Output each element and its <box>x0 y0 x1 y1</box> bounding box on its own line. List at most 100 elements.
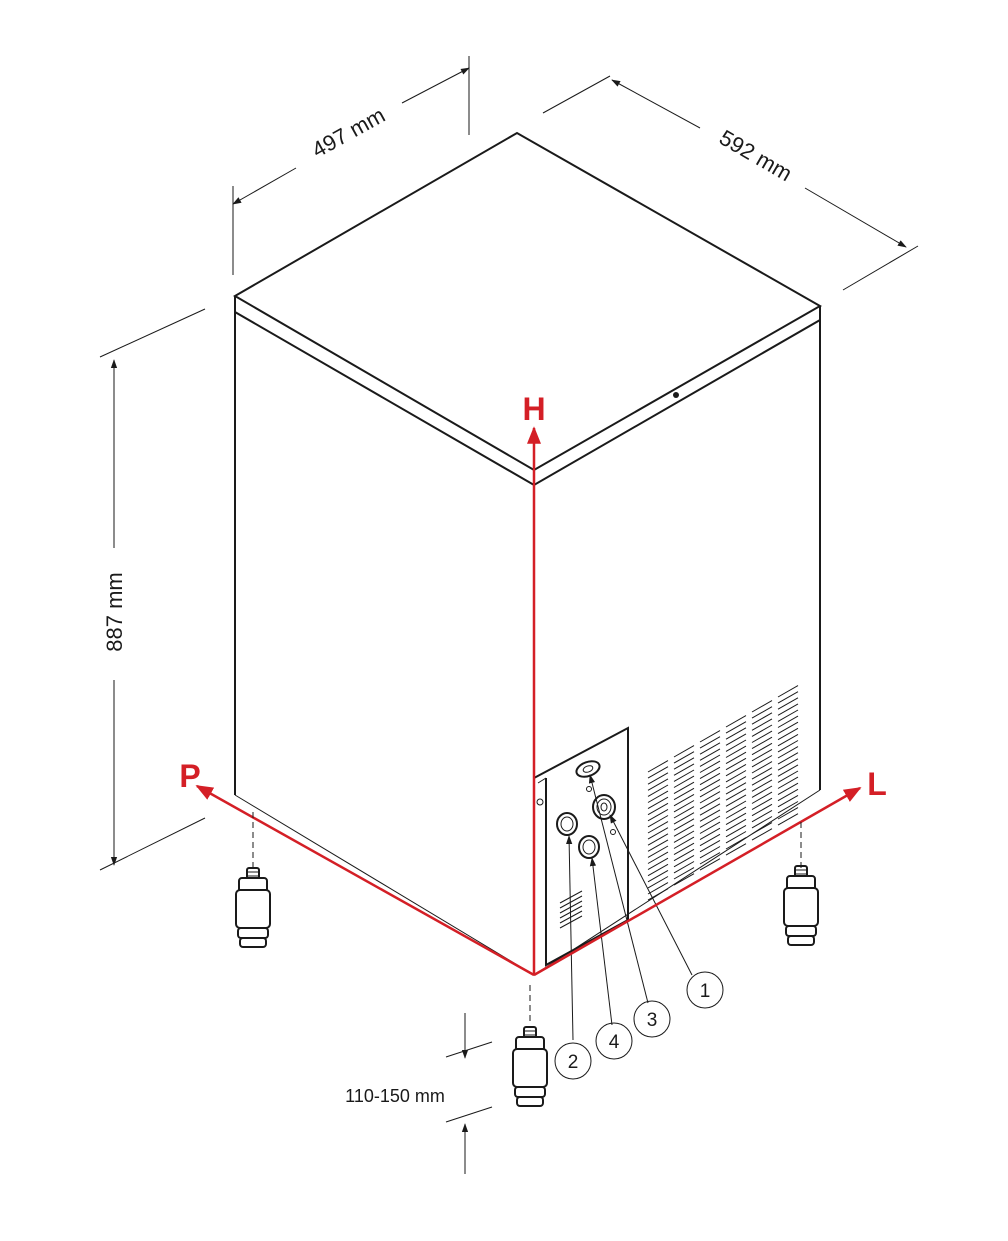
grille-slot <box>699 797 721 810</box>
grille-slot <box>673 751 695 764</box>
dimension-depth-label: 592 mm <box>715 125 796 186</box>
panel-screw <box>536 798 544 806</box>
grille-slot <box>725 831 747 844</box>
callout-3: 3 <box>633 1000 671 1038</box>
grille-slot <box>751 785 773 798</box>
dimension-height: 887 mm <box>99 308 206 871</box>
callout-leaders <box>566 774 693 1041</box>
grille-slot <box>777 746 799 759</box>
grille-slot <box>725 837 747 850</box>
grille-slot <box>647 839 669 852</box>
grille-slot <box>699 827 721 841</box>
grille-slot <box>751 828 773 841</box>
grille-slot <box>647 766 669 779</box>
grille-slot <box>725 818 747 832</box>
grille-slot <box>647 833 669 846</box>
grille-slot <box>673 818 695 831</box>
grille-slot <box>699 730 721 743</box>
grille-slot <box>777 721 799 735</box>
grille-slot <box>725 733 747 746</box>
grille-slot <box>699 839 721 853</box>
grille-slot <box>725 727 747 740</box>
grille-slot <box>647 821 669 834</box>
grille-slot <box>751 755 773 768</box>
grille-slot <box>699 803 721 816</box>
grille-slot <box>673 830 695 843</box>
grille-slot <box>777 691 799 704</box>
grille-slot <box>699 858 721 871</box>
grille-slot <box>751 803 773 817</box>
foot-front <box>512 1026 548 1107</box>
grille-slot <box>751 724 773 737</box>
grille-slot <box>777 703 799 716</box>
grille-slot <box>777 764 799 777</box>
grille-slot <box>673 763 695 776</box>
axis-l-label: L <box>867 766 887 802</box>
grille-slot <box>699 785 721 798</box>
grille-slot <box>647 869 669 883</box>
grille-slot <box>725 806 747 819</box>
grille-slot <box>647 784 669 797</box>
grille-slot <box>647 778 669 791</box>
grille-slot <box>751 797 773 811</box>
dimension-height-label: 887 mm <box>102 572 127 651</box>
grille-slot <box>751 761 773 774</box>
grille-slot <box>725 770 747 783</box>
connector-2 <box>556 812 578 836</box>
grille-slot <box>725 812 747 826</box>
grille-slot <box>647 888 669 901</box>
grille-slot <box>647 802 669 816</box>
grille-slot <box>673 757 695 770</box>
lid-screw <box>673 392 679 398</box>
grille-slot <box>673 745 695 758</box>
grille-slot <box>647 808 669 822</box>
grille-slot <box>647 796 669 810</box>
grille-slot <box>725 745 747 758</box>
grille-slot <box>699 766 721 780</box>
grille-slot <box>699 760 721 773</box>
grille-slot <box>751 730 773 743</box>
grille-slot <box>777 794 799 808</box>
grille-slot <box>777 776 799 789</box>
grille-slot <box>777 752 799 765</box>
grille-slot <box>699 833 721 847</box>
callout-2: 2 <box>554 1042 592 1080</box>
grille-slot <box>725 843 747 856</box>
connection-panel <box>533 726 629 967</box>
grille-slot <box>725 763 747 777</box>
grille-slot <box>699 809 721 822</box>
grille-slot <box>777 740 799 753</box>
grille-slot <box>673 824 695 837</box>
grille-slot <box>751 700 773 713</box>
grille-slot <box>751 779 773 792</box>
callout-1: 1 <box>686 971 724 1009</box>
grille-slot <box>777 715 799 728</box>
grille-slot <box>647 851 669 864</box>
callout-1-label: 1 <box>700 981 711 1002</box>
grille-slot <box>777 813 799 826</box>
grille-slot <box>673 793 695 807</box>
grille-slot <box>647 863 669 877</box>
grille-slot <box>777 788 799 802</box>
grille-slot <box>699 742 721 755</box>
cabinet-bottom-edge <box>234 789 821 976</box>
grille-slot <box>777 709 799 722</box>
grille-slot <box>699 778 721 792</box>
grille-slot <box>725 788 747 801</box>
grille-slot <box>777 758 799 771</box>
reference-axes: H P L <box>179 391 887 977</box>
grille-slot <box>699 791 721 804</box>
connector-3-plate <box>575 760 601 778</box>
dimension-feet: 110-150 mm <box>345 1013 493 1174</box>
grille-slot <box>673 848 695 862</box>
foot-right <box>783 865 819 946</box>
grille-slot <box>751 706 773 719</box>
grille-slot <box>751 809 773 823</box>
grille-slot <box>647 760 669 773</box>
grille-slot <box>751 718 773 731</box>
grille-slot <box>751 822 773 835</box>
callout-2-label: 2 <box>568 1052 579 1073</box>
grille-slot <box>647 772 669 785</box>
grille-slot <box>751 712 773 725</box>
